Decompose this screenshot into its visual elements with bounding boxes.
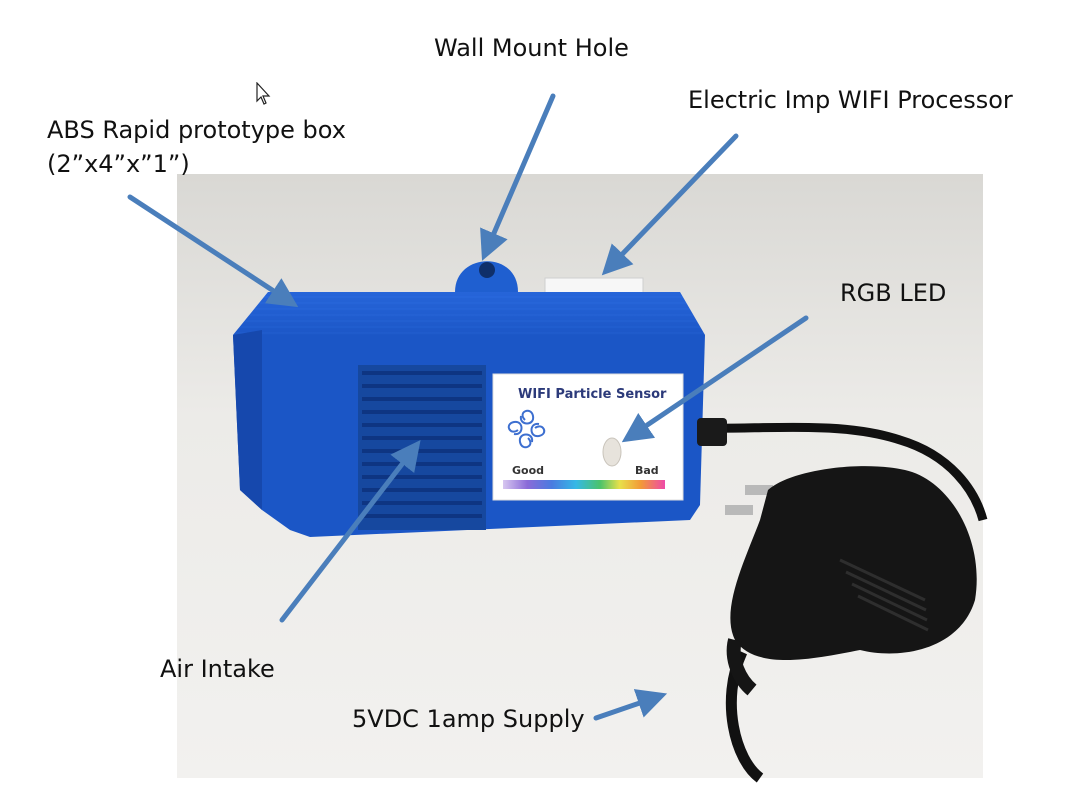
arrow-air-intake [279, 440, 421, 623]
arrow-electric-imp [601, 133, 739, 276]
arrow-supply [593, 689, 668, 721]
wall-mount-hole [479, 262, 495, 278]
label-rgb-led: RGB LED [840, 279, 947, 307]
power-cable [699, 422, 988, 522]
swirl-logo [507, 409, 546, 449]
label-bad: Bad [635, 464, 659, 477]
power-adapter [725, 466, 977, 696]
usb-plug [697, 418, 727, 446]
arrow-wall-mount [480, 93, 556, 261]
label-supply: 5VDC 1amp Supply [352, 705, 585, 733]
rgb-led [602, 437, 622, 467]
mouse-pointer-icon [256, 82, 271, 105]
label-title: WIFI Particle Sensor [518, 387, 667, 402]
label-good: Good [512, 464, 544, 477]
annotation-arrows [127, 93, 809, 721]
vent-grille [358, 365, 486, 530]
arrow-rgb-led [621, 315, 809, 443]
label-abs-box: ABS Rapid prototype box [47, 116, 346, 144]
label-air-intake: Air Intake [160, 655, 275, 683]
arrow-abs-box [127, 194, 299, 308]
label-electric-imp: Electric Imp WIFI Processor [688, 86, 1013, 114]
label-wall-mount-hole: Wall Mount Hole [434, 34, 629, 62]
air-quality-scale [503, 480, 665, 489]
label-abs-box-dimensions: (2”x4”x”1”) [47, 150, 190, 178]
